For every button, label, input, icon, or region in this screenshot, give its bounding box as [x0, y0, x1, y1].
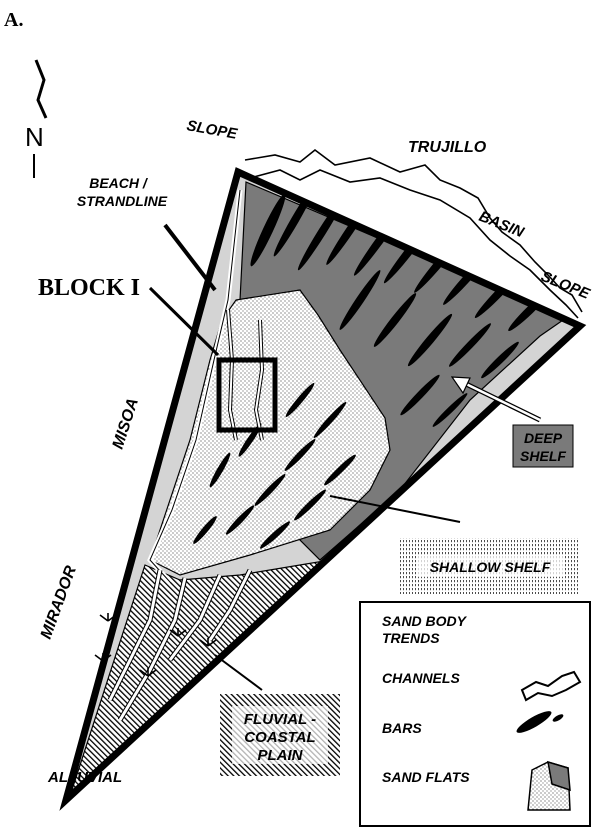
legend-channels-label: CHANNELS [382, 670, 460, 686]
block-leader-line [148, 286, 220, 357]
channel-bodies [107, 309, 265, 722]
trujillo-label: TRUJILLO [408, 139, 487, 156]
fluvial-leader [214, 654, 263, 691]
legend: SAND BODY TRENDS CHANNELS BARS SAND FLAT… [359, 601, 591, 827]
shelf-edge-line [249, 169, 579, 319]
north-label: N [25, 122, 44, 152]
misoa-label: MISOA [110, 396, 142, 451]
deep-shelf-box [512, 424, 574, 468]
deep-shelf-label-line1: DEEP [524, 430, 563, 446]
beach-label-line2: STRANDLINE [77, 193, 168, 209]
legend-sand-flats-label: SAND FLATS [382, 769, 470, 785]
fluvial-label-line1: FLUVIAL - [244, 711, 316, 728]
slope-label-right: SLOPE [539, 268, 593, 303]
bar-swatch-icon [516, 711, 552, 733]
slope-boundary-line [244, 148, 583, 313]
sand-flats-deep-swatch-icon [547, 760, 571, 792]
north-arrow-icon: N [25, 59, 48, 178]
legend-title-line1: SAND BODY [382, 613, 468, 629]
mirador-label: MIRADOR [38, 563, 80, 641]
alluvial-label: ALLUVIAL [47, 769, 122, 786]
slope-label-left: SLOPE [185, 117, 239, 143]
legend-title-line2: TRENDS [382, 630, 440, 646]
block-boundary-box [216, 357, 278, 433]
legend-bars-label: BARS [382, 720, 422, 736]
channel-swatch-icon [520, 670, 582, 702]
bar-swatch-small-icon [552, 714, 564, 722]
fluvial-label-line3: PLAIN [258, 747, 304, 764]
shallow-shelf-label: SHALLOW SHELF [430, 559, 551, 575]
panel-label: A. [4, 9, 23, 31]
fan-outline [59, 167, 587, 811]
shallow-shelf-leader [329, 495, 461, 523]
basin-label: BASIN [477, 208, 528, 242]
block-label: BLOCK I [38, 275, 140, 301]
beach-leader-line [163, 223, 217, 292]
beach-label-line1: BEACH / [89, 175, 149, 191]
sand-flat-bars [193, 383, 356, 549]
deep-shelf-label-line2: SHELF [520, 448, 566, 464]
fluvial-label-line2: COASTAL [244, 729, 315, 746]
